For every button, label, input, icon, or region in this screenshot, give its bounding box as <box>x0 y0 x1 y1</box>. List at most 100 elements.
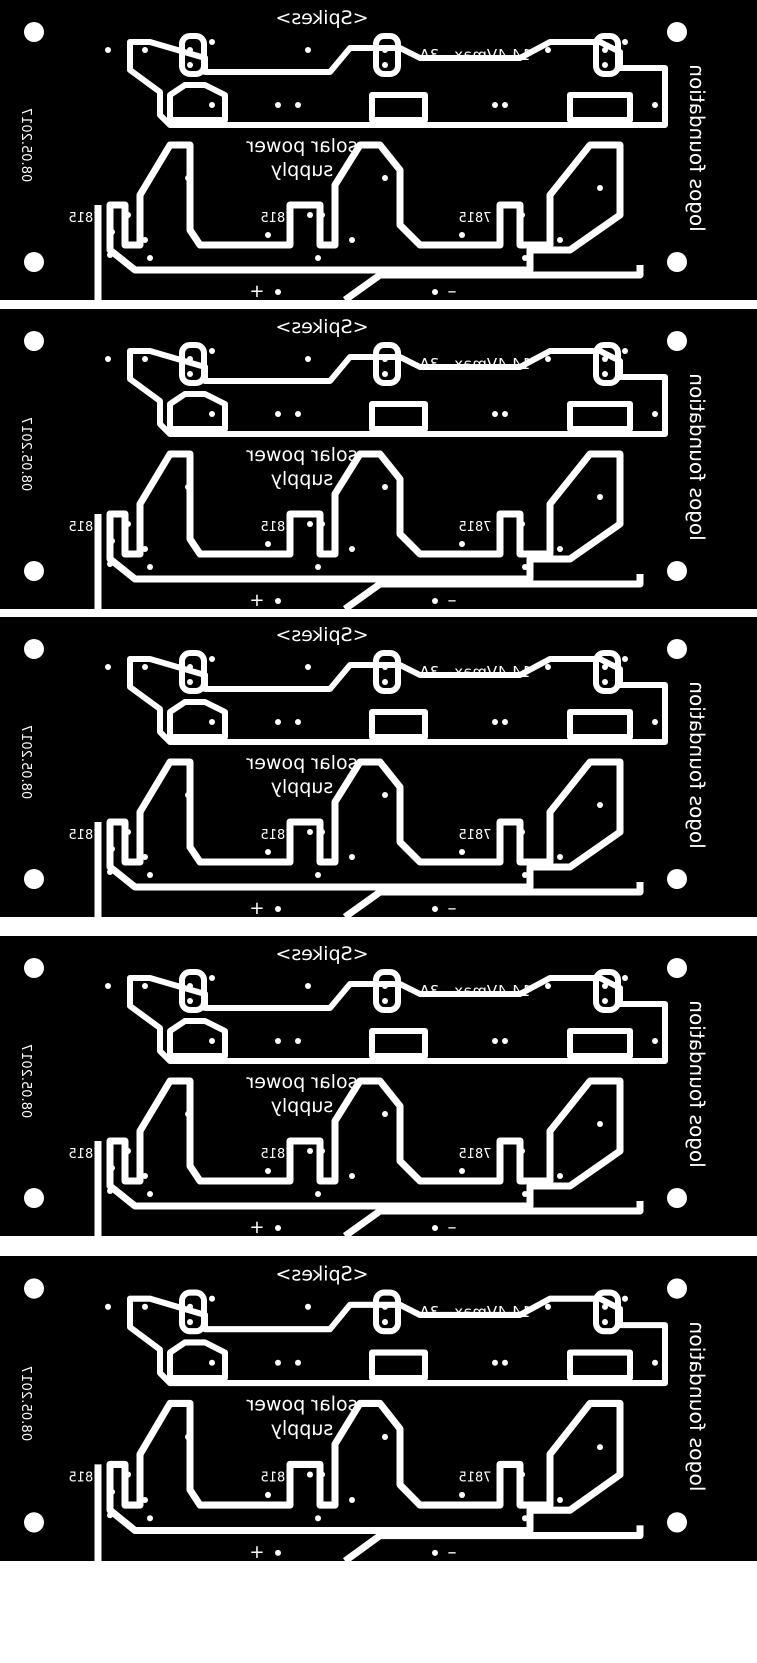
regulator-pads-top <box>179 33 621 77</box>
trace-negative-rail <box>342 1201 644 1236</box>
product-line2-text: supply <box>271 1095 334 1117</box>
upper-trace-loop <box>127 975 668 1064</box>
product-line2-text: supply <box>271 159 334 181</box>
vendor-text: logos foundation <box>685 681 709 848</box>
mounting-hole-bottom-right <box>667 252 687 272</box>
product-line2-text: supply <box>271 468 334 490</box>
terminal-negative-label: – <box>448 281 457 300</box>
mounting-hole-top-left <box>24 331 44 351</box>
mounting-holes <box>24 22 687 272</box>
pcb-panel-4: <Spikes> 14.4Vmax - 3A solar power suppl… <box>0 936 757 1236</box>
trace-lower-loop <box>106 141 624 274</box>
date-text: 08.05.2017 <box>18 417 33 491</box>
mounting-hole-top-right <box>667 639 687 659</box>
mounting-hole-bottom-left <box>24 252 44 272</box>
pad-group-middle <box>373 33 401 77</box>
trace-lower-loop <box>106 758 624 891</box>
board-title-text: <Spikes> <box>275 316 368 338</box>
pad-group-left <box>179 342 207 386</box>
terminal-negative-label: – <box>448 590 457 609</box>
vendor-text: logos foundation <box>685 64 709 231</box>
regulator-label-middle: 7815 <box>260 211 293 226</box>
vias <box>105 656 658 912</box>
mounting-holes <box>24 639 687 889</box>
date-text: 08.05.2017 <box>18 108 33 182</box>
upper-pad-left <box>167 391 228 432</box>
board-title-text: <Spikes> <box>275 1262 368 1285</box>
mounting-hole-bottom-left <box>24 561 44 581</box>
pad-group-middle <box>373 650 401 694</box>
terminal-positive-label: + <box>249 590 264 609</box>
terminal-positive-label: + <box>249 898 264 917</box>
pad-group-right <box>593 969 621 1013</box>
regulator-label-left: 7815 <box>68 211 101 226</box>
regulator-label-right: 7815 <box>458 520 491 535</box>
lower-traces <box>94 1077 644 1236</box>
mounting-hole-bottom-left <box>24 869 44 889</box>
terminal-positive-label: + <box>249 1217 264 1236</box>
product-line2-text: supply <box>271 776 334 798</box>
vendor-text: logos foundation <box>685 1321 709 1491</box>
mounting-hole-top-right <box>667 22 687 42</box>
regulator-label-middle: 7815 <box>260 828 293 843</box>
upper-pad-left <box>167 1018 228 1059</box>
pad-group-right <box>593 33 621 77</box>
vias <box>105 1295 658 1556</box>
pcb-panel-5: <Spikes> 14.4Vmax - 3A solar power suppl… <box>0 1256 757 1561</box>
regulator-label-left: 7815 <box>68 828 101 843</box>
upper-pad-left <box>167 699 228 740</box>
pcb-panel-3: <Spikes> 14.4Vmax - 3A solar power suppl… <box>0 617 757 917</box>
product-line1-text: solar power <box>246 752 357 774</box>
regulator-label-left: 7815 <box>68 1147 101 1162</box>
board-title-text: <Spikes> <box>275 943 368 965</box>
mounting-holes <box>24 958 687 1208</box>
regulator-label-left: 7815 <box>68 520 101 535</box>
date-text: 08.05.2017 <box>18 725 33 799</box>
product-line1-text: solar power <box>246 1392 357 1415</box>
regulator-label-right: 7815 <box>458 1147 491 1162</box>
mounting-hole-bottom-left <box>24 1188 44 1208</box>
mounting-hole-bottom-left <box>24 1512 44 1533</box>
vias <box>105 348 658 604</box>
trace-lower-loop <box>106 1077 624 1210</box>
upper-pad-right <box>567 401 633 432</box>
upper-trace-loop <box>127 39 668 128</box>
upper-pad-left <box>167 1339 228 1382</box>
mounting-hole-top-right <box>667 958 687 978</box>
pad-group-left <box>179 33 207 77</box>
mounting-hole-top-left <box>24 639 44 659</box>
mounting-hole-bottom-right <box>667 1512 687 1533</box>
board-title-text: <Spikes> <box>275 624 368 646</box>
regulator-pads-top <box>179 650 621 694</box>
mounting-holes <box>24 331 687 581</box>
trace-negative-rail <box>342 265 644 300</box>
board-spec-text: 14.4Vmax - 3A <box>419 355 531 373</box>
pcb-board: <Spikes> 14.4Vmax - 3A solar power suppl… <box>0 617 757 917</box>
lower-traces <box>94 450 644 609</box>
lower-traces <box>94 758 644 917</box>
pad-group-middle <box>373 969 401 1013</box>
terminal-negative-label: – <box>448 898 457 917</box>
pad-group-middle <box>373 1289 401 1335</box>
lower-traces <box>94 141 644 300</box>
trace-negative-rail <box>342 882 644 917</box>
upper-pad-middle <box>369 401 428 432</box>
board-title-text: <Spikes> <box>275 7 368 29</box>
upper-pad-middle <box>369 1028 428 1059</box>
terminal-positive-label: + <box>249 281 264 300</box>
upper-pad-left <box>167 82 228 123</box>
pcb-panel-2: <Spikes> 14.4Vmax - 3A solar power suppl… <box>0 309 757 609</box>
pcb-board: <Spikes> 14.4Vmax - 3A solar power suppl… <box>0 936 757 1236</box>
mounting-hole-top-right <box>667 1278 687 1299</box>
pad-group-right <box>593 342 621 386</box>
upper-pad-right <box>567 1349 633 1382</box>
regulator-label-middle: 7815 <box>260 1147 293 1162</box>
vendor-text: logos foundation <box>685 373 709 540</box>
board-spec-text: 14.4Vmax - 3A <box>419 46 531 64</box>
mounting-hole-top-right <box>667 331 687 351</box>
mounting-hole-bottom-right <box>667 869 687 889</box>
board-spec-text: 14.4Vmax - 3A <box>419 982 531 1000</box>
terminal-negative-label: – <box>447 1542 456 1561</box>
upper-pad-right <box>567 1028 633 1059</box>
product-line1-text: solar power <box>246 444 357 466</box>
